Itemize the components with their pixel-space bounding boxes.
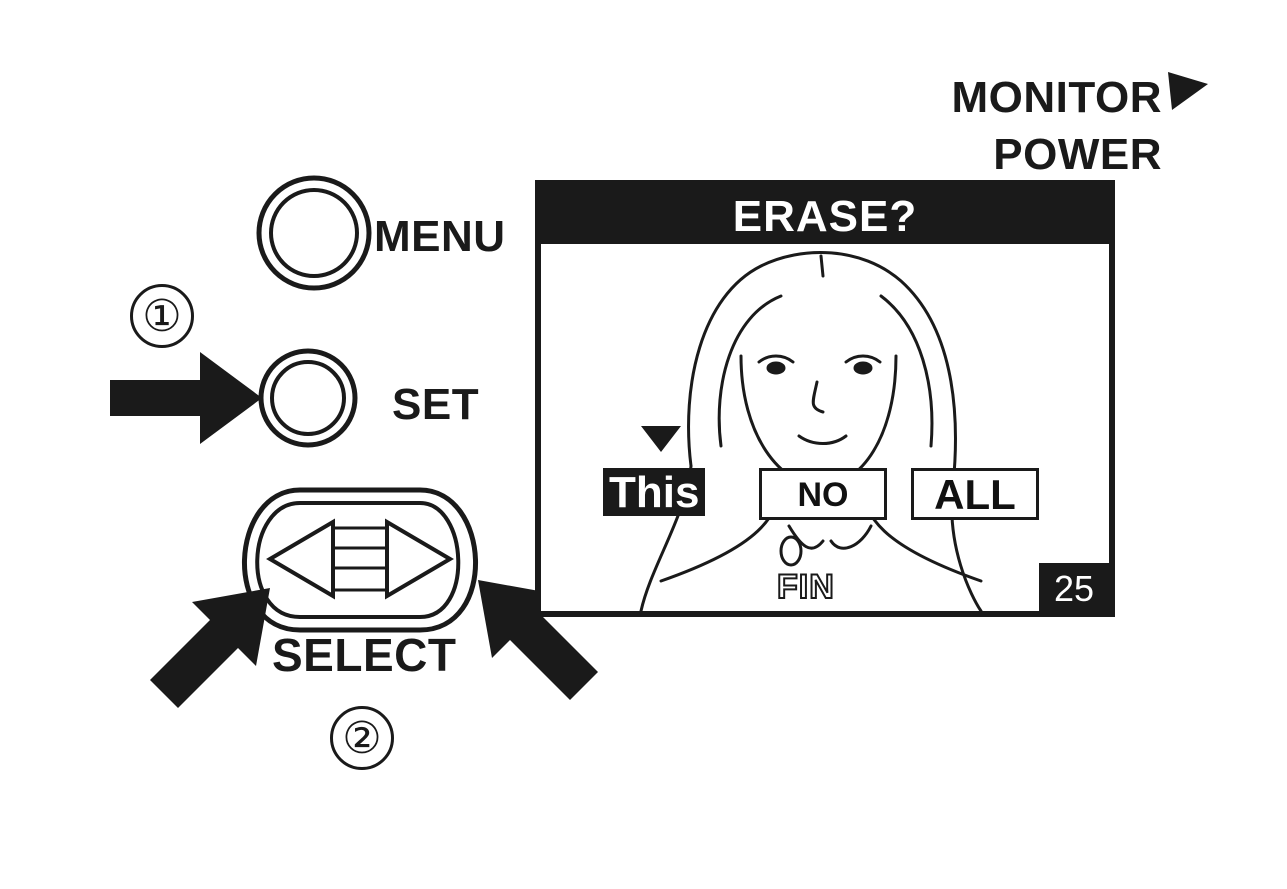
option-all-button[interactable]: ALL	[911, 468, 1039, 520]
option-no-button[interactable]: NO	[759, 468, 887, 520]
monitor-label: MONITOR	[951, 73, 1162, 122]
erase-prompt-title: ERASE?	[541, 186, 1109, 244]
quality-indicator: FIN	[776, 567, 835, 607]
monitor-power-arrow-icon	[1168, 72, 1208, 110]
left-arrow-icon[interactable]	[266, 518, 335, 600]
step-one-marker: ①	[130, 284, 194, 348]
selection-cursor-icon	[641, 426, 681, 452]
set-button-icon[interactable]	[258, 348, 358, 448]
step-two-marker: ②	[330, 706, 394, 770]
pointer-arrow-icon	[150, 580, 598, 708]
right-arrow-icon[interactable]	[385, 518, 454, 600]
option-this-button[interactable]: This	[603, 468, 706, 517]
frame-counter: 25	[1039, 563, 1109, 611]
set-label: SET	[392, 380, 480, 429]
menu-label: MENU	[374, 212, 506, 261]
select-rocker-icon[interactable]	[242, 487, 478, 633]
menu-button-icon[interactable]	[256, 175, 372, 291]
pointer-arrow-icon	[110, 352, 262, 444]
power-label: POWER	[993, 130, 1162, 179]
lcd-screen: ERASE? This NO ALL FIN 25	[535, 180, 1115, 617]
select-label: SELECT	[272, 629, 457, 681]
